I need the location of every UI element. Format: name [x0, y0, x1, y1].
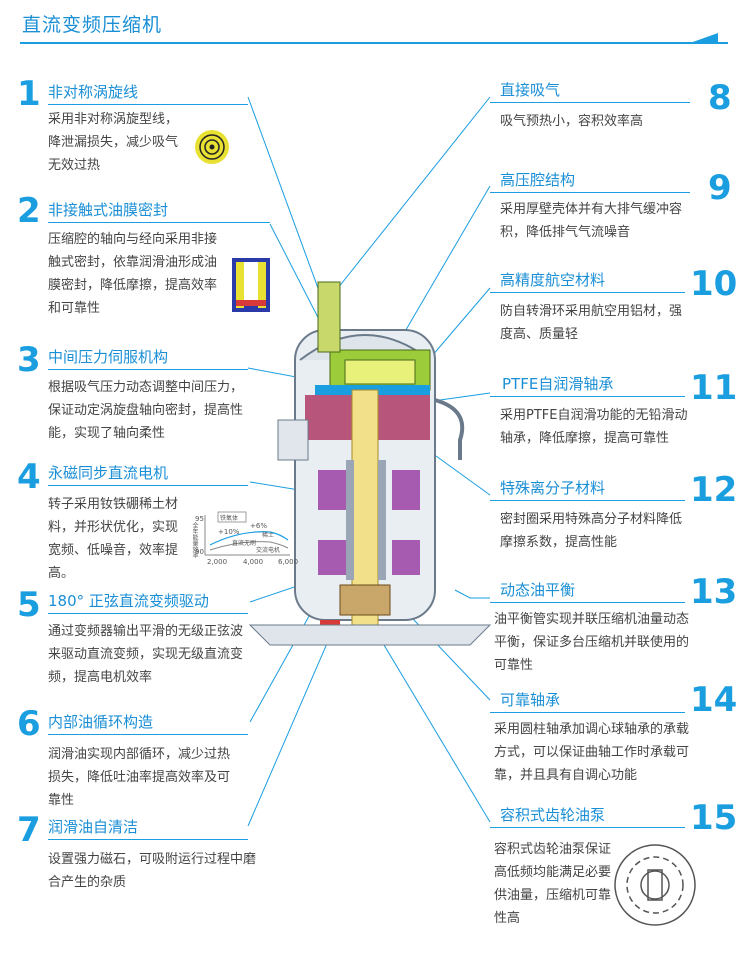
feature-11-desc: 采用PTFE自润滑功能的无铅滑动轴承，降低摩擦，提高可靠性: [500, 408, 688, 446]
header-divider-tab: [690, 33, 718, 43]
feature-11-underline: [490, 396, 685, 397]
feature-5-number: 5: [17, 585, 41, 625]
feature-4-number: 4: [17, 457, 41, 497]
feature-12-underline: [490, 500, 685, 501]
feature-6-number: 6: [17, 704, 41, 744]
connector-6: [249, 599, 319, 723]
feature-15-underline: [490, 827, 685, 828]
feature-3-number: 3: [17, 340, 41, 380]
page-title: 直流变频压缩机: [22, 14, 163, 36]
chart-xtick: 6,000: [278, 558, 299, 566]
feature-3-desc: 根据吸气压力动态调整中间压力，保证动定涡旋盘轴向密封，提高性能，实现了轴向柔性: [48, 380, 244, 441]
feature-7-desc: 设置强力磁石，可吸附运行过程中磨合产生的杂质: [48, 852, 257, 890]
feature-14-number: 14: [690, 680, 738, 720]
feature-3-title: 中间压力伺服机构: [48, 348, 169, 366]
feature-7-title: 润滑油自清洁: [48, 818, 139, 836]
feature-1-underline: [48, 104, 248, 105]
feature-15-desc: 容积式齿轮油泵保证高低频均能满足必要供油量，压缩机可靠性高: [494, 842, 612, 926]
feature-8-number: 8: [708, 78, 732, 118]
feature-10-desc: 防自转滑环采用航空用铝材，强度高、质量轻: [500, 304, 683, 342]
chart-legend: 铁氧体: [220, 515, 239, 522]
feature-3-underline: [48, 369, 248, 370]
feature-13-underline: [490, 602, 685, 603]
chart-xtick: 2,000: [207, 558, 228, 566]
feature-4-desc: 转子采用钕铁硼稀土材料，并形状优化，实现宽频、低噪音，效率提高。: [48, 497, 179, 581]
chart-annotation: 直流无刷: [232, 540, 257, 547]
compressor-body: [248, 281, 492, 646]
chart-annotation: 交流电机: [256, 547, 281, 554]
header-divider: [20, 42, 728, 44]
feature-13-number: 13: [690, 572, 738, 612]
chart-ytick-2: 90: [195, 548, 204, 556]
chart-annotation: +6%: [250, 522, 267, 530]
feature-15-number: 15: [690, 798, 738, 838]
feature-1-number: 1: [17, 74, 41, 114]
scroll-icon: [195, 130, 229, 164]
feature-2-number: 2: [17, 191, 41, 231]
feature-11-number: 11: [690, 368, 738, 408]
connector-13: [454, 589, 490, 599]
feature-8-desc: 吸气预热小，容积效率高: [500, 114, 644, 129]
feature-13-title: 动态油平衡: [500, 581, 576, 599]
gear-pump-icon: [614, 844, 696, 926]
connector-9: [399, 185, 491, 341]
feature-9-title: 高压腔结构: [500, 171, 576, 189]
connector-15: [374, 629, 491, 823]
feature-6-underline: [48, 734, 248, 735]
feature-10-number: 10: [690, 264, 738, 304]
connector-11: [439, 392, 491, 401]
feature-1-title: 非对称涡旋线: [48, 83, 139, 101]
feature-12-desc: 密封圈采用特殊高分子材料降低摩擦系数，提高性能: [500, 512, 683, 550]
feature-2-desc: 压缩腔的轴向与经向采用非接触式密封，依靠润滑油形成油膜密封，降低摩擦，提高效率和…: [48, 232, 218, 316]
feature-15-title: 容积式齿轮油泵: [500, 806, 606, 824]
feature-6-title: 内部油循环构造: [48, 713, 154, 731]
feature-8-underline: [490, 102, 690, 103]
feature-7-underline: [48, 839, 248, 840]
feature-7-number: 7: [17, 810, 41, 850]
feature-9-desc: 采用厚壁壳体并有大排气缓冲容积，降低排气气流噪音: [500, 202, 683, 240]
chart-ytick-1: 95: [195, 515, 204, 523]
feature-5-underline: [48, 613, 248, 614]
feature-5-title: 180° 正弦直流变频驱动: [48, 592, 209, 610]
feature-2-title: 非接触式油膜密封: [48, 201, 169, 219]
feature-5-desc: 通过变频器输出平滑的无级正弦波来驱动直流变频，实现无级直流变频，提高电机效率: [48, 624, 244, 685]
feature-12-title: 特殊离分子材料: [500, 479, 606, 497]
chart-xtick: 4,000: [243, 558, 264, 566]
chart-annotation: 稀土: [262, 532, 275, 539]
feature-13-desc: 油平衡管实现并联压缩机油量动态平衡，保证多台压缩机并联使用的可靠性: [494, 612, 690, 673]
feature-9-underline: [490, 192, 690, 193]
feature-14-title: 可靠轴承: [500, 691, 561, 709]
efficiency-chart: [204, 511, 290, 556]
feature-8-title: 直接吸气: [500, 81, 561, 99]
feature-14-underline: [490, 712, 685, 713]
feature-14-desc: 采用圆柱轴承加调心球轴承的承载方式，可以保证曲轴工作时承载可靠，并且具有自调心功…: [494, 722, 690, 783]
feature-6-desc: 润滑油实现内部循环，减少过热损失，降低吐油率提高效率及可靠性: [48, 747, 231, 808]
feature-2-underline: [48, 222, 270, 223]
feature-1-desc: 采用非对称涡旋型线，降泄漏损失，减少吸气无效过热: [48, 112, 179, 173]
feature-10-underline: [490, 292, 685, 293]
feature-9-number: 9: [708, 168, 732, 208]
feature-4-underline: [48, 485, 248, 486]
connector-8: [329, 96, 491, 299]
chart-ylabel: 全年能量效率: [191, 522, 198, 558]
seal-icon: [232, 258, 270, 312]
feature-10-title: 高精度航空材料: [500, 271, 606, 289]
chart-annotation: +10%: [218, 528, 240, 536]
connector-7: [247, 624, 336, 827]
feature-12-number: 12: [690, 470, 738, 510]
feature-11-title: PTFE自润滑轴承: [502, 375, 614, 393]
feature-4-title: 永磁同步直流电机: [48, 464, 169, 482]
